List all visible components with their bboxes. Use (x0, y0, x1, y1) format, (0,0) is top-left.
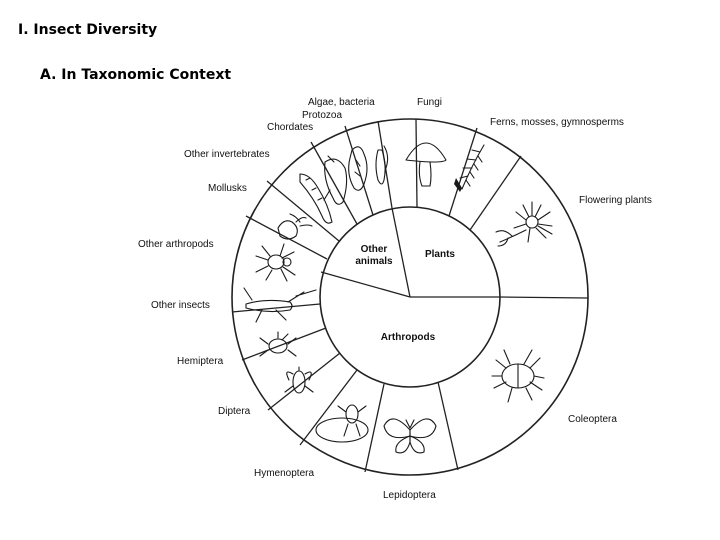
worm-icon (299, 173, 333, 224)
chordates-label: Chordates (267, 122, 313, 133)
outer-divider-plants-arthropods (499, 296, 589, 299)
bee-icon (315, 404, 369, 443)
amoeba-icon (348, 146, 368, 191)
inner-divider-plants (391, 207, 411, 298)
flowering-plants-label: Flowering plants (579, 195, 652, 206)
slug-icon (277, 213, 313, 240)
fern-icon (454, 144, 485, 192)
inner-divider-arthropods (320, 271, 411, 298)
ferns-label: Ferns, mosses, gymnosperms (490, 117, 624, 128)
other-arthropods-label: Other arthropods (138, 239, 214, 250)
algae-bacteria-label: Algae, bacteria (308, 97, 375, 108)
bug-icon (259, 331, 297, 357)
protozoa-label: Protozoa (302, 110, 342, 121)
fly-icon (284, 366, 314, 394)
beetle-icon (491, 349, 545, 403)
outer-ring (231, 118, 589, 476)
mushroom-icon (405, 142, 447, 187)
coleoptera-label: Coleoptera (568, 414, 617, 425)
other-invertebrates-label: Other invertebrates (184, 149, 270, 160)
grasshopper-icon (243, 287, 317, 323)
flask-icon (375, 145, 389, 185)
butterfly-icon (383, 418, 437, 454)
other-animals-label-line1: Other (361, 244, 388, 255)
fungi-label: Fungi (417, 97, 442, 108)
hemiptera-label: Hemiptera (177, 356, 224, 367)
slide-subtitle: A. In Taxonomic Context (40, 67, 232, 83)
fish-icon (323, 155, 348, 205)
spider-icon (255, 243, 296, 282)
other-insects-label: Other insects (151, 300, 210, 311)
slide-title: I. Insect Diversity (18, 22, 158, 38)
daisy-icon (495, 201, 553, 247)
outer-spokes (231, 118, 522, 473)
mollusks-label: Mollusks (208, 183, 247, 194)
diptera-label: Diptera (218, 406, 251, 417)
arthropods-label: Arthropods (381, 332, 436, 343)
hymenoptera-label: Hymenoptera (254, 468, 314, 479)
lepidoptera-label: Lepidoptera (383, 490, 436, 501)
plants-label: Plants (425, 249, 455, 260)
other-animals-label-line2: animals (355, 256, 393, 267)
